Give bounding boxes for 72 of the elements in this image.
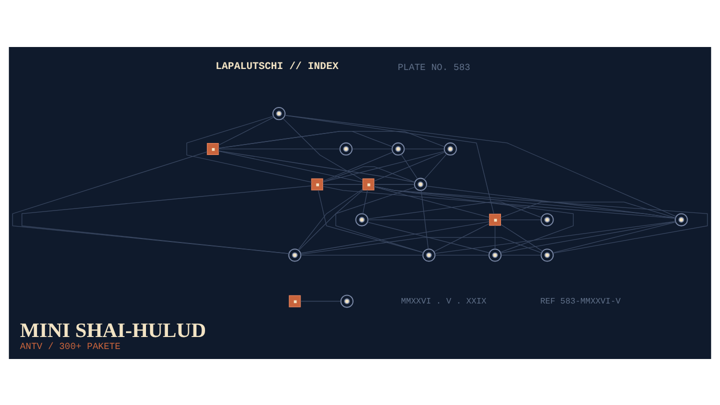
node-circle xyxy=(540,248,554,262)
connector xyxy=(318,189,424,252)
connector xyxy=(501,254,542,255)
connector xyxy=(300,300,341,302)
connector xyxy=(500,220,676,253)
node-circle xyxy=(422,248,436,262)
node-circle xyxy=(414,177,428,190)
node-circle xyxy=(488,248,502,262)
connector xyxy=(218,130,445,148)
connector xyxy=(434,220,676,254)
label: PLATE NO. 583 xyxy=(398,61,470,72)
connector xyxy=(218,148,340,149)
connector xyxy=(374,186,574,252)
node-circle xyxy=(272,106,286,120)
connector xyxy=(300,220,490,254)
caption: ANTV / 300+ PAKETE xyxy=(20,340,120,352)
node-square xyxy=(362,178,374,190)
connector xyxy=(322,151,394,181)
connector xyxy=(298,186,416,250)
connector xyxy=(434,222,490,252)
node-circle xyxy=(392,142,405,156)
connector xyxy=(500,218,542,220)
node-square xyxy=(288,294,301,307)
connector xyxy=(374,186,490,218)
connector xyxy=(322,186,676,218)
connector xyxy=(368,201,542,219)
diagram-title: MINI SHAI-HULUD xyxy=(20,320,206,342)
connector xyxy=(362,189,368,214)
node-circle xyxy=(540,212,554,226)
label: MMXXVI . V . XXIX xyxy=(400,296,486,306)
connector xyxy=(300,254,424,255)
connector xyxy=(284,114,676,216)
node-square xyxy=(311,178,324,190)
connector xyxy=(500,224,543,252)
connector xyxy=(218,116,274,145)
connector xyxy=(300,236,542,254)
connector xyxy=(298,188,363,250)
connector xyxy=(284,114,494,214)
connector xyxy=(352,148,392,149)
connector xyxy=(500,201,676,218)
connector xyxy=(322,150,445,182)
node-circle xyxy=(444,142,457,156)
connector xyxy=(335,189,424,252)
connector xyxy=(367,221,490,253)
connector xyxy=(282,118,363,180)
connector xyxy=(374,186,708,253)
node-circle xyxy=(340,294,354,308)
connector xyxy=(400,153,418,179)
connector xyxy=(424,153,448,180)
connector xyxy=(552,221,676,253)
connector xyxy=(22,185,312,254)
node-circle xyxy=(674,212,688,226)
connector xyxy=(186,115,312,182)
connector xyxy=(420,190,429,249)
connector xyxy=(404,148,444,149)
node-circle xyxy=(355,212,368,226)
connector xyxy=(374,186,676,218)
connector xyxy=(322,166,416,182)
connector xyxy=(434,254,490,255)
connector xyxy=(218,150,363,182)
connector xyxy=(218,150,416,182)
connector xyxy=(426,185,676,218)
node-circle xyxy=(339,142,353,156)
label: LAPALUTSCHI // INDEX xyxy=(216,60,338,73)
connector xyxy=(218,130,393,148)
connector xyxy=(494,224,496,249)
label: REF 583-MMXXVI-V xyxy=(540,296,621,306)
node-square xyxy=(489,213,501,226)
node-circle xyxy=(288,248,302,262)
connector xyxy=(368,218,490,220)
connector xyxy=(374,151,446,181)
node-square xyxy=(206,142,219,154)
